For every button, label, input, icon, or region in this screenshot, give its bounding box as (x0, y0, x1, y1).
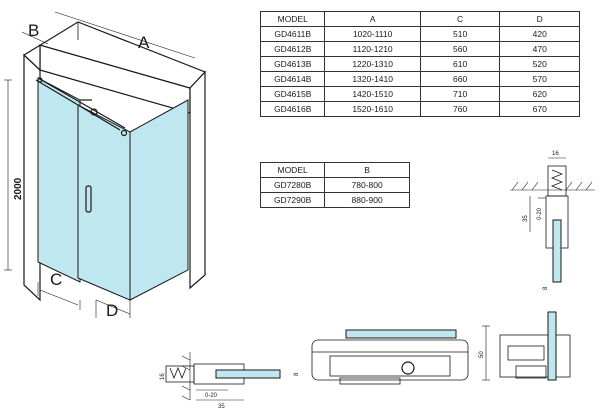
roller-right (120, 129, 128, 137)
side-panel-table: MODEL B GD7280B 780-800 GD7290B 880-900 (259, 162, 410, 208)
table-cell: GD4616B (259, 101, 326, 117)
table-cell: 670 (499, 101, 580, 117)
rail-roller-icon (401, 361, 415, 375)
table-header-row: MODEL B (259, 162, 410, 178)
table-cell: GD4613B (259, 56, 326, 72)
dimension-label-b: B (28, 21, 39, 40)
bottom-right-height-label: 50 (479, 351, 485, 358)
rail-section-detail (311, 329, 469, 385)
table-cell: 1320-1410 (324, 71, 421, 87)
right-detail-width-label: 16 (552, 151, 559, 157)
corner-detail-bottom-right (482, 311, 571, 381)
right-detail-gap-label: 8 (543, 286, 549, 290)
table-header-row: MODEL A C D (259, 11, 580, 27)
table-row: GD4616B 1520-1610 760 670 (259, 101, 580, 117)
table-cell: 610 (419, 56, 501, 72)
table-cell: 1120-1210 (324, 41, 421, 57)
dimension-label-height: 2000 (13, 177, 24, 200)
table-row: GD7290B 880-900 (259, 192, 410, 208)
table-cell: 420 (499, 26, 580, 42)
table-cell: GD4615B (259, 86, 326, 102)
dimension-lines (4, 11, 196, 318)
table-cell: 1420-1510 (324, 86, 421, 102)
table-row: GD4614B 1320-1410 660 570 (259, 71, 580, 87)
table-cell: 1520-1610 (324, 101, 421, 117)
table-row: GD4612B 1120-1210 560 470 (259, 41, 580, 57)
table-cell: 570 (499, 71, 580, 87)
bottom-left-gap-label: 8 (294, 372, 300, 376)
table-cell: 1020-1110 (324, 26, 421, 42)
table-cell: GD4614B (259, 71, 326, 87)
wall-profile-detail-bottom-left (165, 352, 281, 401)
dimension-label-c: C (50, 270, 62, 289)
table-cell: 880-900 (324, 192, 410, 208)
table-cell: 560 (419, 41, 501, 57)
glass-pane-rail-detail (345, 329, 457, 339)
table-cell: 520 (499, 56, 580, 72)
table-header: B (324, 162, 410, 178)
glass-panels (35, 77, 189, 301)
table-cell: 510 (419, 26, 501, 42)
fixed-glass-front (37, 77, 81, 283)
glass-pane-bottom-left-detail (215, 369, 281, 379)
bottom-left-width-label: 35 (218, 404, 225, 410)
dimension-label-a: A (138, 33, 150, 52)
table-cell: 660 (419, 71, 501, 87)
bottom-left-adjust-label: 0-20 (205, 393, 218, 399)
table-header: MODEL (259, 162, 326, 178)
right-detail-height-label: 35 (523, 215, 529, 222)
wall-profile-detail-right (510, 157, 595, 283)
glass-pane-corner-detail (547, 311, 557, 381)
table-cell: GD4611B (259, 26, 326, 42)
right-wall (189, 70, 206, 290)
door-handle (85, 185, 92, 213)
table-cell: 760 (419, 101, 501, 117)
table-row: GD7280B 780-800 (259, 177, 410, 193)
table-cell: 620 (499, 86, 580, 102)
table-row: GD4611B 1020-1110 510 420 (259, 26, 580, 42)
table-header: C (419, 11, 501, 27)
dimension-label-d: D (106, 301, 118, 320)
roller-mid (90, 108, 98, 116)
table-cell: GD7280B (259, 177, 326, 193)
table-cell: 1220-1310 (324, 56, 421, 72)
bottom-left-height-label: 16 (160, 373, 166, 380)
table-cell: GD7290B (259, 192, 326, 208)
table-header: MODEL (259, 11, 326, 27)
table-cell: 710 (419, 86, 501, 102)
model-dimension-table: MODEL A C D GD4611B 1020-1110 510 420 GD… (259, 11, 580, 117)
table-cell: 780-800 (324, 177, 410, 193)
glass-pane-right-detail (552, 219, 562, 283)
table-row: GD4613B 1220-1310 610 520 (259, 56, 580, 72)
table-cell: GD4612B (259, 41, 326, 57)
table-header: D (499, 11, 580, 27)
roller-left (37, 77, 43, 83)
table-header: A (324, 11, 421, 27)
right-detail-adjust-label: 0-20 (537, 207, 543, 220)
table-cell: 470 (499, 41, 580, 57)
wall-corner (23, 21, 207, 302)
table-row: GD4615B 1420-1510 710 620 (259, 86, 580, 102)
side-panel-glass (129, 99, 189, 301)
